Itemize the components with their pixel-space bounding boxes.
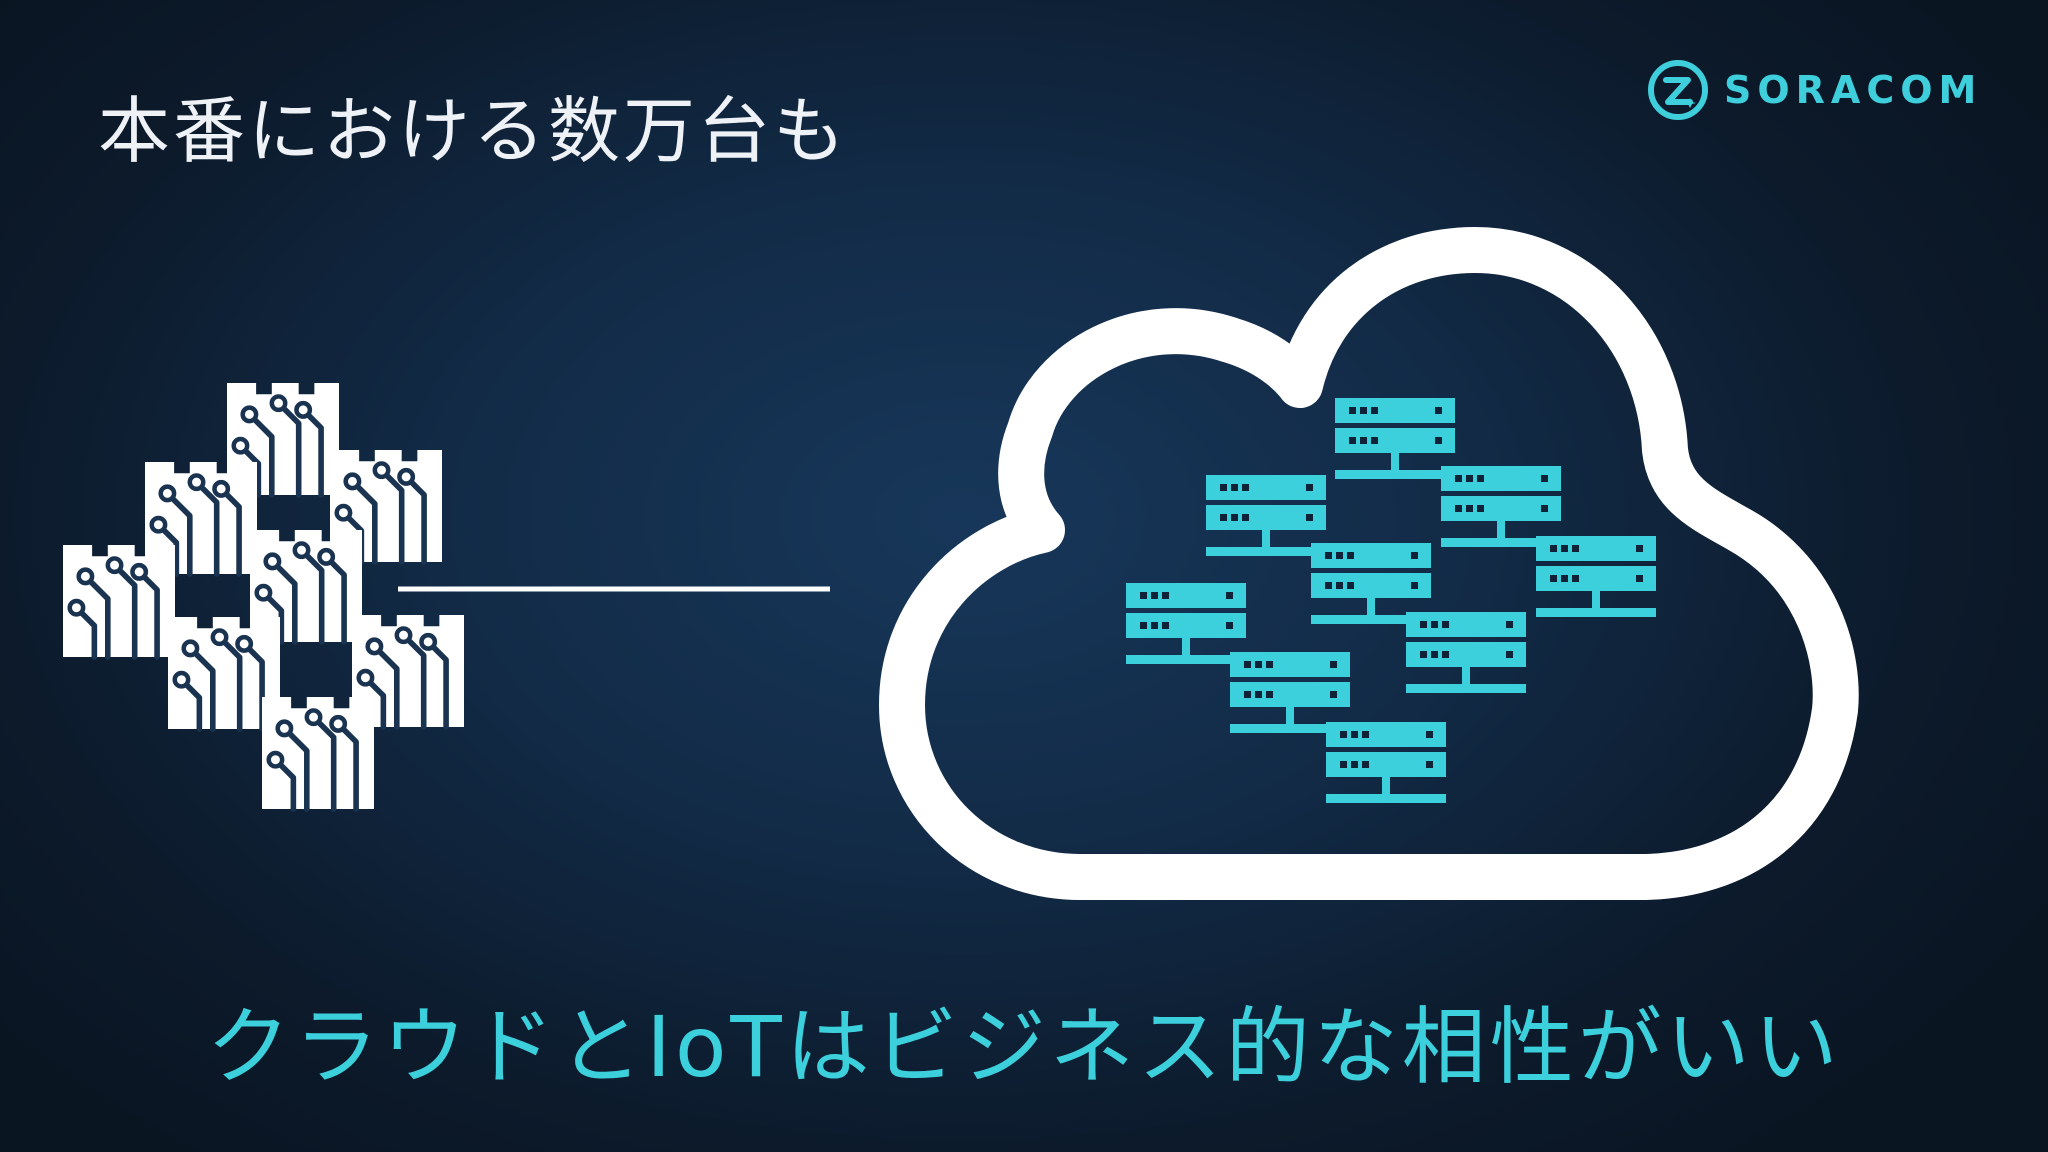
slide-title: 本番における数万台も bbox=[98, 89, 849, 173]
server-stack-icon bbox=[1206, 475, 1326, 556]
sim-chip-icon bbox=[262, 697, 374, 809]
slide-subtitle: クラウドとIoTはビジネス的な相性がいい bbox=[206, 998, 1842, 1096]
soracom-logo-icon bbox=[1648, 60, 1708, 120]
server-stack-icon bbox=[1406, 612, 1526, 693]
server-stack-icon bbox=[1311, 543, 1431, 624]
server-stack-icon bbox=[1536, 536, 1656, 617]
server-stack-icon bbox=[1326, 722, 1446, 803]
server-farm bbox=[1126, 398, 1656, 803]
device-cluster bbox=[63, 383, 464, 809]
cloud-outline-icon bbox=[879, 227, 1859, 900]
server-stack-icon bbox=[1126, 583, 1246, 664]
soracom-logo: SORACOM bbox=[1646, 58, 1982, 122]
server-stack-icon bbox=[1335, 398, 1455, 479]
sim-chip-icon bbox=[63, 545, 175, 657]
server-stack-icon bbox=[1441, 466, 1561, 547]
server-stack-icon bbox=[1230, 652, 1350, 733]
logo-text: SORACOM bbox=[1724, 68, 1983, 112]
